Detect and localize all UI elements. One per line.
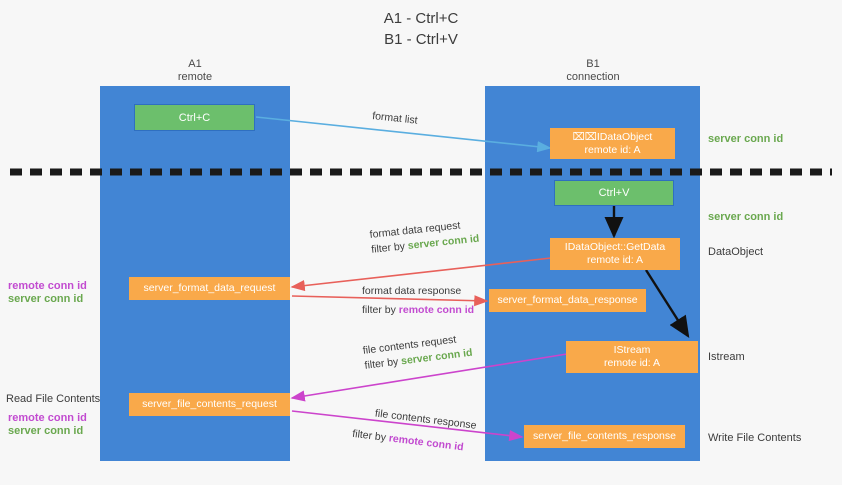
lane-header-b1: B1 connection	[566, 58, 620, 83]
note-read-file-contents: Read File Contents	[6, 393, 101, 405]
filter-prefix: filter by	[370, 240, 409, 256]
edge-label-format-data-response: format data response filter by remote co…	[362, 284, 474, 318]
edge-label-file-contents-request: file contents request filter by server c…	[362, 331, 473, 374]
box-server-file-contents-request[interactable]: server_file_contents_request	[129, 393, 290, 416]
box-ctrl-v-label: Ctrl+V	[598, 187, 630, 199]
box-getdata-line1: IDataObject::GetData	[564, 241, 666, 253]
note-server-conn-id-top: server conn id	[708, 133, 784, 145]
box-istream-line2: remote id: A	[603, 357, 661, 369]
box-ctrl-v[interactable]: Ctrl+V	[554, 180, 674, 206]
note-remote-conn-id-lower: remote conn id	[8, 412, 87, 424]
box-server-file-contents-response-label: server_file_contents_response	[532, 430, 676, 442]
note-dataobject: DataObject	[708, 246, 764, 258]
edge-label-format-data-response-filter: filter by remote conn id	[362, 303, 474, 318]
box-istream-line1: IStream	[613, 344, 651, 356]
box-server-format-data-request-label: server_format_data_request	[143, 282, 276, 294]
filter-value-remote-conn-id: remote conn id	[398, 304, 475, 316]
edge-label-file-contents-response-line1: file contents response	[374, 407, 478, 432]
box-server-format-data-response[interactable]: server_format_data_response	[489, 289, 646, 312]
filter-prefix: filter by	[363, 355, 402, 372]
box-idataobject-line2: remote id: A	[584, 143, 641, 156]
note-remote-conn-id-upper: remote conn id	[8, 280, 87, 292]
box-getdata[interactable]: IDataObject::GetData remote id: A	[550, 238, 680, 270]
box-server-file-contents-request-label: server_file_contents_request	[142, 398, 277, 410]
note-server-conn-id-upper: server conn id	[8, 293, 84, 305]
page-title: A1 - Ctrl+C B1 - Ctrl+V	[383, 10, 459, 48]
edge-label-format-data-request: format data request filter by server con…	[369, 217, 480, 258]
box-ctrl-c-label: Ctrl+C	[178, 111, 211, 124]
box-ctrl-c[interactable]: Ctrl+C	[134, 104, 255, 131]
filter-prefix: filter by	[351, 427, 390, 445]
box-server-format-data-response-label: server_format_data_response	[497, 294, 638, 306]
note-server-conn-id-mid: server conn id	[708, 211, 784, 223]
note-write-file-contents: Write File Contents	[708, 432, 802, 444]
box-idataobject[interactable]: ⌧⌧IDataObject remote id: A	[550, 128, 675, 159]
note-istream: Istream	[708, 351, 745, 363]
box-server-file-contents-response[interactable]: server_file_contents_response	[524, 425, 685, 448]
edge-label-format-data-response-line1: format data response	[362, 285, 462, 297]
note-server-conn-id-lower: server conn id	[8, 425, 84, 437]
edge-label-format-list: format list	[371, 109, 419, 127]
box-istream[interactable]: IStream remote id: A	[566, 341, 698, 373]
filter-prefix: filter by	[362, 304, 399, 316]
lane-header-a1: A1 remote	[177, 58, 213, 83]
box-getdata-line2: remote id: A	[586, 254, 644, 266]
edge-label-file-contents-response: file contents response filter by remote …	[351, 404, 478, 457]
box-server-format-data-request[interactable]: server_format_data_request	[129, 277, 290, 300]
filter-value-remote-conn-id: remote conn id	[388, 432, 465, 454]
box-idataobject-line1: ⌧⌧IDataObject	[572, 130, 653, 143]
